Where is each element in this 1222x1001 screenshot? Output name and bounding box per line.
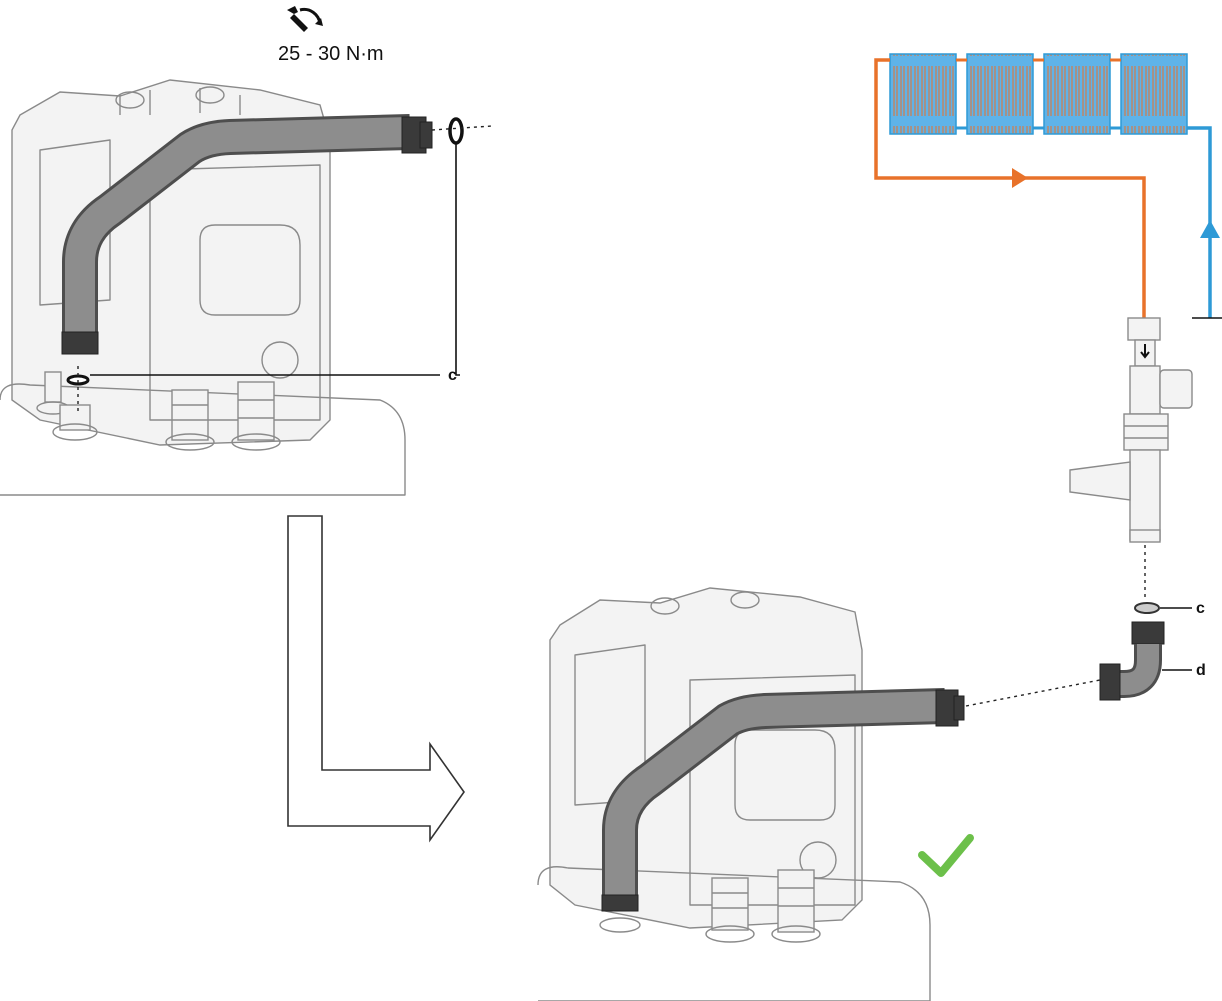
flow-pipe <box>874 58 1146 318</box>
return-arrow-icon <box>1200 220 1220 238</box>
valve-assembly <box>1069 317 1193 543</box>
callout-seal-right: c <box>1196 600 1205 617</box>
checkmark-icon <box>918 834 974 877</box>
indoor-unit-bottom <box>537 587 931 1001</box>
elbow-fitting <box>1099 621 1165 701</box>
flexible-hose-bottom <box>601 688 965 912</box>
flow-arrow-icon <box>1012 168 1028 188</box>
callout-seal-top: c <box>448 367 457 384</box>
flexible-hose-top <box>61 114 433 355</box>
callout-elbow: d <box>1196 662 1206 679</box>
return-pipe <box>1187 126 1212 318</box>
wrench-torque-icon <box>287 6 323 32</box>
seal-ring <box>448 117 464 145</box>
seal-ring-right <box>1134 602 1160 614</box>
radiator-group <box>889 53 1188 135</box>
process-arrow <box>287 515 465 843</box>
torque-value: 25 - 30 N·m <box>278 43 384 65</box>
